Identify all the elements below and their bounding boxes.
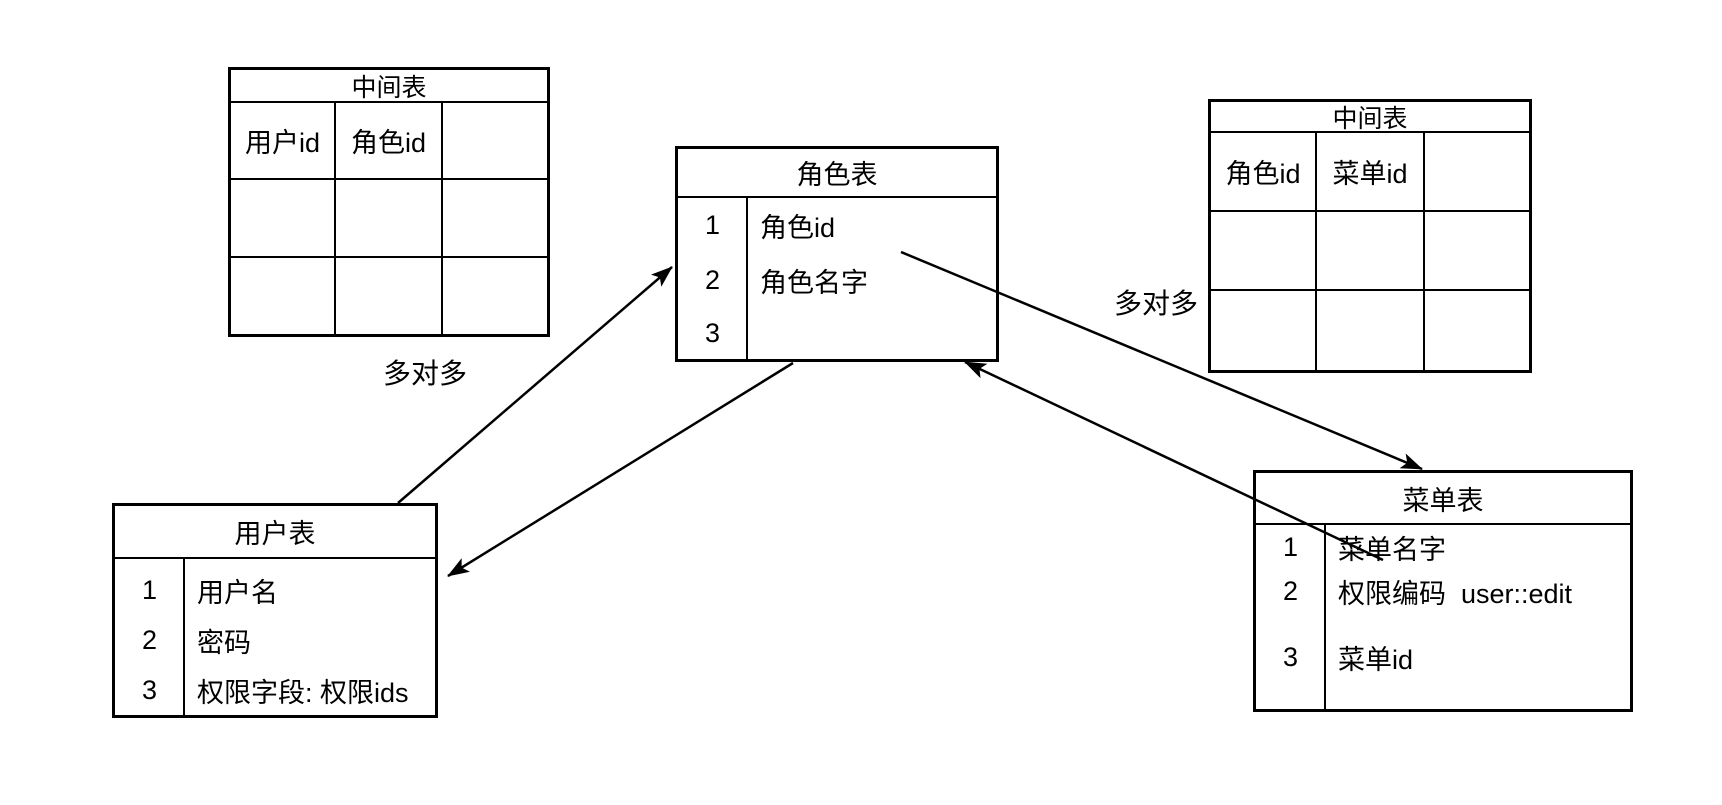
user-table-row: 2 密码: [115, 615, 435, 665]
role-row-2-field: 角色名字: [760, 267, 868, 298]
junction-left-header-user-id: 用户id: [231, 103, 336, 180]
junction-left-empty-cell: [443, 258, 547, 334]
menu-row-2-num: 2: [1282, 575, 1299, 606]
role-row-1-field: 角色id: [760, 212, 836, 243]
junction-right-empty-cell: [1317, 291, 1425, 370]
junction-right-header-role-id: 角色id: [1211, 133, 1317, 212]
junction-right-empty-cell: [1425, 212, 1529, 291]
junction-right-title: 中间表: [1211, 102, 1529, 133]
role-table-body: 1 角色id 2 角色名字 3: [678, 198, 996, 359]
user-table-row: 1 用户名: [115, 565, 435, 615]
junction-table-role-menu: 中间表 角色id 菜单id: [1208, 99, 1532, 373]
junction-right-header-empty: [1425, 133, 1529, 212]
user-row-2-num: 2: [141, 624, 158, 655]
menu-row-3-num: 3: [1282, 641, 1299, 672]
junction-right-empty-cell: [1425, 291, 1529, 370]
menu-table-column-divider: [1324, 525, 1326, 709]
junction-left-title: 中间表: [231, 70, 547, 103]
user-row-3-field: 权限字段: 权限ids: [197, 677, 409, 708]
menu-row-2-field: 权限编码 user::edit: [1338, 578, 1573, 609]
user-table: 用户表 1 用户名 2 密码 3 权限字段: 权限ids: [112, 503, 438, 718]
junction-left-empty-cell: [443, 180, 547, 258]
user-row-2-field: 密码: [197, 627, 251, 658]
junction-left-header-role-id: 角色id: [336, 103, 443, 180]
role-table-row: 2 角色名字: [678, 253, 996, 307]
menu-row-3-field: 菜单id: [1338, 644, 1414, 675]
junction-right-empty-cell: [1211, 291, 1317, 370]
user-row-3-num: 3: [141, 674, 158, 705]
role-table: 角色表 1 角色id 2 角色名字 3: [675, 146, 999, 362]
menu-row-1-field: 菜单名字: [1338, 534, 1446, 565]
role-table-column-divider: [746, 198, 748, 359]
junction-left-empty-cell: [231, 180, 336, 258]
menu-table-row: 3 菜单id: [1256, 635, 1630, 679]
user-table-title: 用户表: [115, 506, 435, 559]
role-row-2-num: 2: [704, 264, 721, 295]
role-table-row: 1 角色id: [678, 198, 996, 252]
junction-left-header-empty: [443, 103, 547, 180]
many-to-many-label-right: 多对多: [1114, 288, 1199, 319]
role-row-1-num: 1: [704, 209, 721, 240]
arrow-role-to-user: [447, 361, 794, 578]
menu-table-title: 菜单表: [1256, 473, 1630, 525]
junction-right-empty-cell: [1211, 212, 1317, 291]
user-table-body: 1 用户名 2 密码 3 权限字段: 权限ids: [115, 559, 435, 715]
role-table-title: 角色表: [678, 149, 996, 198]
role-row-3-num: 3: [704, 317, 721, 348]
menu-row-1-num: 1: [1282, 531, 1299, 562]
role-table-row: 3: [678, 306, 996, 360]
junction-left-empty-cell: [336, 258, 443, 334]
many-to-many-label-left: 多对多: [383, 358, 468, 389]
junction-right-header-menu-id: 菜单id: [1317, 133, 1425, 212]
junction-table-user-role: 中间表 用户id 角色id: [228, 67, 550, 337]
menu-table-row: 1 菜单名字: [1256, 525, 1630, 569]
menu-table-row: 2 权限编码 user::edit: [1256, 569, 1630, 613]
user-table-column-divider: [183, 559, 185, 715]
user-row-1-field: 用户名: [197, 577, 278, 608]
menu-table-body: 1 菜单名字 2 权限编码 user::edit 3 菜单id: [1256, 525, 1630, 709]
junction-left-empty-cell: [336, 180, 443, 258]
user-table-row: 3 权限字段: 权限ids: [115, 665, 435, 715]
user-row-1-num: 1: [141, 574, 158, 605]
junction-right-empty-cell: [1317, 212, 1425, 291]
menu-table: 菜单表 1 菜单名字 2 权限编码 user::edit 3 菜单id: [1253, 470, 1633, 712]
junction-left-empty-cell: [231, 258, 336, 334]
